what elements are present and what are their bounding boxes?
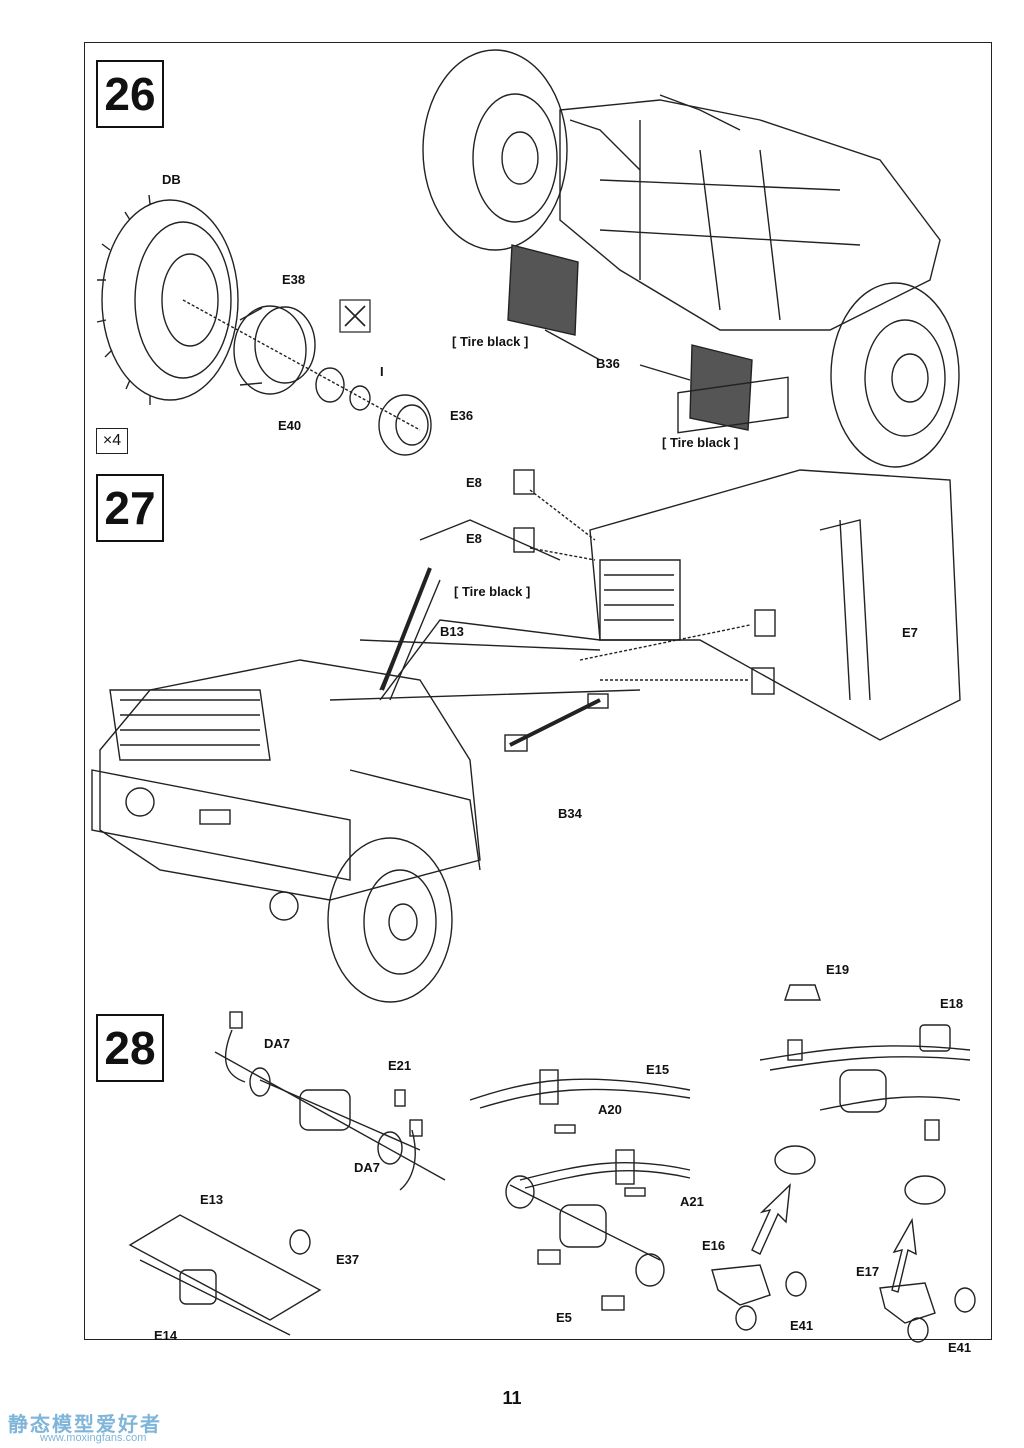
part-label-b13: B13 (440, 624, 464, 639)
part-label-b34: B34 (558, 806, 582, 821)
tow-bar-b13 (380, 567, 432, 691)
part-label-e13: E13 (200, 1192, 224, 1207)
wheel-exploded-tire (96, 194, 239, 405)
step-number-26: 26 (96, 60, 164, 128)
step-number-28: 28 (96, 1014, 164, 1082)
part-label-i: I (380, 364, 384, 379)
mudflap-upper (507, 244, 579, 336)
quantity-multiplier: ×4 (96, 428, 128, 454)
part-label-e17: E17 (856, 1264, 880, 1279)
axle-assembly-da7 (214, 1011, 446, 1191)
part-label-da7-top: DA7 (264, 1036, 291, 1051)
part-label-e7: E7 (902, 625, 918, 640)
part-label-e37: E37 (336, 1252, 360, 1267)
part-label-e8-top: E8 (466, 475, 482, 490)
hub-parts (315, 367, 432, 456)
assembly-arrows (751, 1183, 917, 1293)
part-label-e19: E19 (826, 962, 850, 977)
part-label-e18: E18 (940, 996, 964, 1011)
part-label-e38: E38 (282, 272, 306, 287)
axle-frame-e13-e14 (128, 1214, 322, 1336)
part-label-e16: E16 (702, 1238, 726, 1253)
truck-chassis-27 (91, 376, 961, 1003)
paint-label-tire-black-3: [ Tire black ] (454, 584, 531, 599)
page-number: 11 (502, 1388, 522, 1408)
part-label-db: DB (162, 172, 181, 187)
part-label-e8-bottom: E8 (466, 531, 482, 546)
part-label-a20: A20 (598, 1102, 622, 1117)
part-label-da7-bottom: DA7 (354, 1160, 381, 1175)
part-label-e15: E15 (646, 1062, 670, 1077)
mudflap-lower (689, 344, 753, 431)
axle-housing-e5 (505, 1175, 665, 1311)
front-suspension-e18-e19 (759, 984, 971, 1205)
instruction-frame (84, 42, 992, 1340)
brackets-e8-e7 (513, 469, 776, 695)
part-label-e36: E36 (450, 408, 474, 423)
paint-label-tire-black-2: [ Tire black ] (662, 435, 739, 450)
part-label-a21: A21 (680, 1194, 704, 1209)
driveshaft-b34 (504, 693, 609, 752)
part-label-e21: E21 (388, 1058, 412, 1073)
part-label-e14: E14 (154, 1328, 178, 1343)
watermark-url: www.moxingfans.com (40, 1432, 147, 1444)
part-label-b36: B36 (596, 356, 620, 371)
part-label-e41-left: E41 (790, 1318, 814, 1333)
step-number-27: 27 (96, 474, 164, 542)
paint-label-tire-black-1: [ Tire black ] (452, 334, 529, 349)
watermark-title: 静态模型爱好者 (8, 1414, 162, 1436)
rear-chassis-26 (422, 49, 960, 468)
part-label-e41-right: E41 (948, 1340, 972, 1355)
knuckles-e16-e17-e41 (711, 1264, 976, 1343)
part-label-e40: E40 (278, 418, 302, 433)
part-label-e5: E5 (556, 1310, 572, 1325)
leaf-spring-e15 (469, 1069, 691, 1197)
wheel-rim-e38 (233, 305, 316, 395)
